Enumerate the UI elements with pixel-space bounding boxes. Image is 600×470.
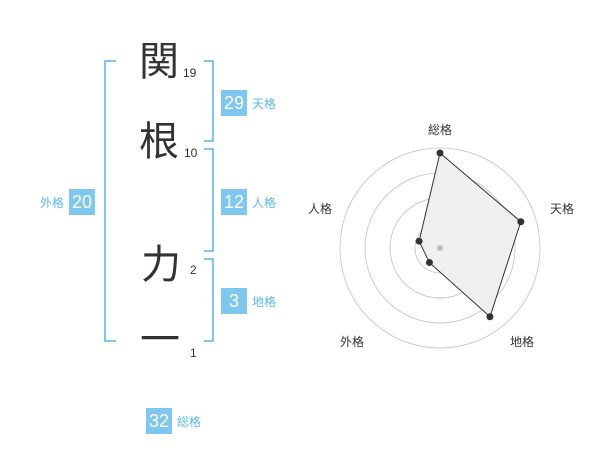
radar-axis-label-jinkaku: 人格 (308, 201, 332, 216)
radar-point (415, 237, 423, 245)
jinkaku-bracket (204, 148, 214, 252)
radar-axis-label-chikaku: 地格 (510, 334, 534, 349)
radar-ring (339, 147, 541, 349)
gaikaku-bracket (104, 60, 116, 342)
chikaku-value: 3 (221, 288, 247, 314)
radar-point (436, 149, 444, 157)
chikaku-label: 地格 (252, 294, 277, 309)
name-char-2: 根 (139, 119, 179, 165)
fortune-radar-chart: 総格 天格 地格 外格 人格 (308, 122, 574, 349)
soukaku-label: 総格 (177, 414, 202, 429)
gaikaku-label: 外格 (40, 195, 65, 210)
radar-point (425, 259, 433, 267)
stroke-count-4: 1 (190, 346, 197, 360)
radar-line (418, 152, 522, 318)
tenkaku-value: 29 (221, 90, 247, 116)
radar-axis-label-gaikaku: 外格 (340, 334, 364, 349)
jinkaku-label: 人格 (252, 195, 277, 210)
tenkaku-label: 天格 (252, 96, 277, 111)
jinkaku-value: 12 (221, 189, 247, 215)
radar-point (486, 313, 494, 321)
soukaku-badge: 32 総格 (146, 408, 201, 434)
stroke-count-2: 10 (184, 146, 198, 160)
chikaku-bracket (204, 258, 214, 342)
tenkaku-badge: 29 天格 (221, 90, 276, 116)
radar-axis-label-tenkaku: 天格 (550, 201, 574, 216)
radar-center-dot (437, 245, 443, 251)
radar-points (415, 149, 525, 321)
gaikaku-value: 20 (69, 189, 96, 215)
name-char-3: 力 (141, 242, 181, 288)
chikaku-badge: 3 地格 (221, 288, 276, 314)
stroke-count-3: 2 (190, 263, 197, 277)
stroke-count-1: 19 (183, 66, 197, 80)
name-char-1: 関 (139, 39, 179, 85)
name-char-4: 一 (140, 317, 180, 363)
jinkaku-badge: 12 人格 (221, 189, 276, 215)
radar-point (517, 218, 525, 226)
tenkaku-bracket (204, 60, 214, 142)
soukaku-value: 32 (146, 408, 172, 434)
radar-axis-label-soukaku: 総格 (428, 122, 452, 137)
gaikaku-badge: 外格 20 (40, 189, 96, 215)
